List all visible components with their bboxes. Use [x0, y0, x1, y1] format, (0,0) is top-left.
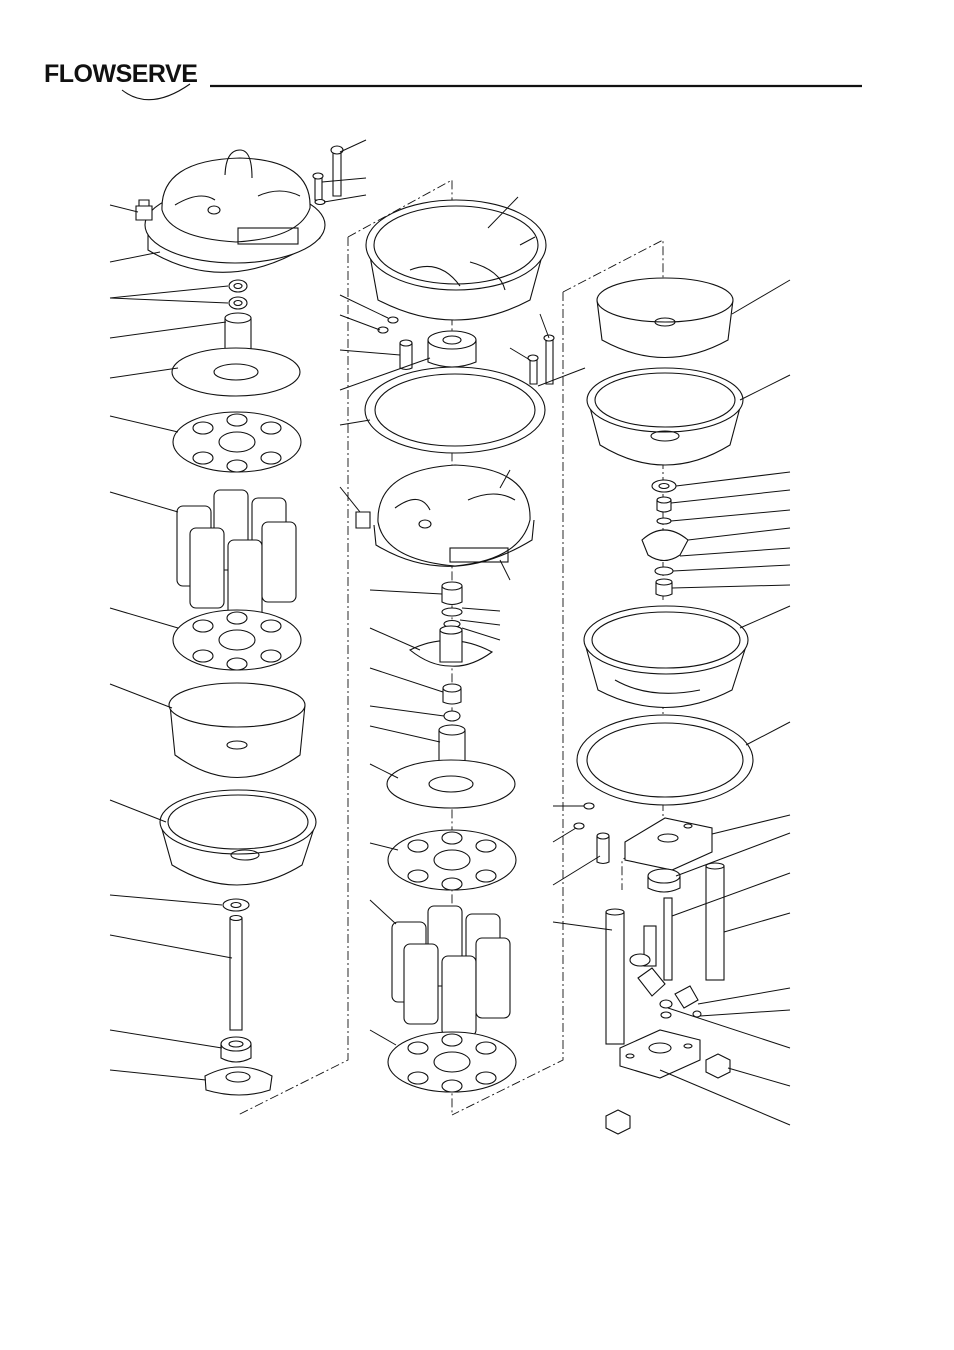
- yoke-plate-right: [624, 817, 713, 871]
- spring-housing-right: [596, 277, 734, 359]
- logo-swoosh: [121, 83, 191, 101]
- indicator-stem-right: [629, 897, 673, 981]
- seals-center: [441, 581, 463, 629]
- spring-housing-left: [168, 682, 306, 778]
- upper-cover-left: [144, 149, 326, 273]
- stem-guide-center: [408, 625, 494, 667]
- brand-logo: FLOWSERVE: [44, 60, 198, 88]
- screws-center: [377, 316, 555, 385]
- bearing-parts-right: [641, 479, 689, 597]
- pin-center: [399, 339, 413, 371]
- springs-center: [391, 905, 511, 1037]
- lower-cover-left: [159, 789, 317, 886]
- hex-nuts-right: [605, 1053, 731, 1135]
- vent-plug-left: [135, 199, 153, 221]
- spring-plate-upper-left: [172, 411, 302, 473]
- hex-nuts-left: [228, 279, 248, 310]
- diaphragm-plate-center: [386, 759, 516, 809]
- screws-right: [573, 802, 610, 865]
- stem-parts-center: [442, 683, 462, 722]
- bushing-center: [427, 330, 477, 368]
- yoke-posts-right: [605, 862, 725, 1045]
- indicator-clamp-right: [637, 967, 702, 1019]
- vent-plug-center: [355, 511, 371, 529]
- stem-nut-left: [220, 1036, 252, 1063]
- diaphragm-ring-right: [576, 714, 754, 806]
- stem-left: [229, 914, 243, 1031]
- leader-lines-center: [339, 196, 586, 1046]
- assembly-boundaries: [237, 179, 664, 1116]
- cap-screws-top: [312, 145, 344, 206]
- diaphragm-plate-left: [171, 347, 301, 397]
- upper-cover-right: [586, 367, 744, 466]
- springs-left: [176, 489, 297, 621]
- clamp-nut-right: [647, 868, 681, 893]
- spring-plate-lower-left: [172, 609, 302, 671]
- washer-left: [222, 898, 250, 912]
- lower-casing-right: [583, 605, 749, 708]
- lower-cover-center: [373, 464, 535, 567]
- leader-lines-left: [109, 139, 367, 1081]
- yoke-clamp-left: [204, 1066, 273, 1096]
- diaphragm-ring-center: [364, 366, 546, 454]
- upper-casing-center: [365, 199, 547, 321]
- leader-lines-right: [552, 279, 791, 1126]
- spring-plate-lower-center: [387, 1031, 517, 1093]
- spring-plate-upper-center: [387, 829, 517, 891]
- base-plate-right: [619, 1029, 701, 1079]
